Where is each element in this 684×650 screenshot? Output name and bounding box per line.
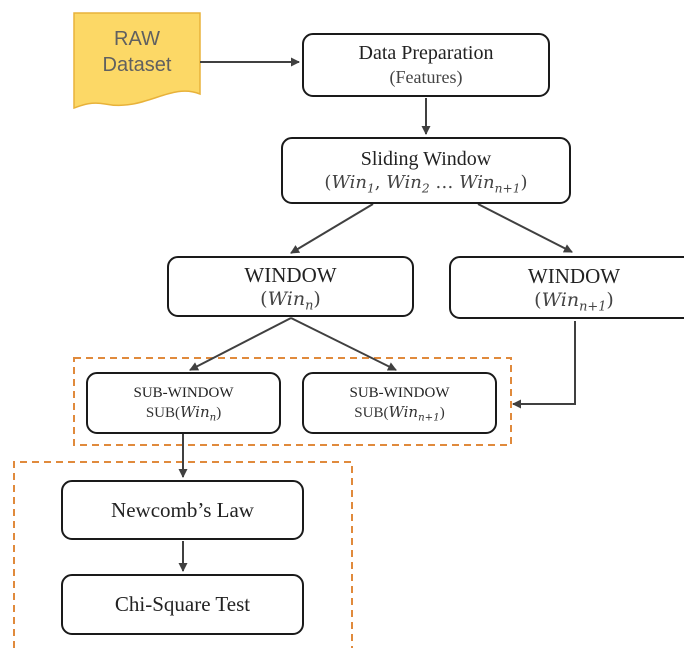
data-preparation-title: Data Preparation [358, 42, 494, 65]
sub-window-n-title: SUB-WINDOW [133, 384, 234, 401]
sliding-window-box: Sliding Window (Win1, Win2 … Winn+1) [281, 137, 571, 204]
sub-window-n1-formula: SUB(Winn+1) [354, 402, 445, 424]
subwindow-group-frame [73, 357, 512, 446]
arrow-sliding-to-window-n [290, 203, 374, 254]
sub-window-n-box: SUB-WINDOW SUB(Winn) [86, 372, 281, 434]
sliding-window-title: Sliding Window [360, 147, 492, 170]
newcomb-law-label: Newcomb’s Law [111, 497, 254, 522]
sub-window-n-formula: SUB(Winn) [145, 402, 222, 424]
sub-window-n1-title: SUB-WINDOW [349, 384, 450, 401]
raw-dataset-line1: RAW [114, 28, 160, 50]
window-n-formula: (Winn) [260, 287, 321, 314]
arrow-sliding-to-window-n1 [477, 203, 573, 253]
data-preparation-box: Data Preparation (Features) [302, 33, 550, 97]
raw-dataset-line2: Dataset [102, 54, 172, 76]
chi-square-label: Chi-Square Test [114, 592, 251, 617]
sliding-window-formula: (Win1, Win2 … Winn+1) [324, 171, 528, 196]
window-n1-title: WINDOW [527, 263, 621, 288]
arrow-window-n1-to-group [512, 321, 576, 409]
window-n-box: WINDOW (Winn) [167, 256, 414, 317]
raw-dataset-label: RAW Dataset [72, 26, 202, 78]
window-n1-formula: (Winn+1) [534, 288, 614, 315]
chi-square-box: Chi-Square Test [61, 574, 304, 635]
document-shape-icon [73, 12, 201, 110]
data-preparation-subtitle: (Features) [389, 67, 463, 88]
arrow-window-n-to-sub-n1 [290, 317, 397, 371]
arrow-window-n-to-sub-n [189, 317, 292, 371]
window-n1-box: WINDOW (Winn+1) [449, 256, 684, 319]
newcomb-law-box: Newcomb’s Law [61, 480, 304, 540]
sub-window-n1-box: SUB-WINDOW SUB(Winn+1) [302, 372, 497, 434]
window-n-title: WINDOW [244, 262, 337, 287]
